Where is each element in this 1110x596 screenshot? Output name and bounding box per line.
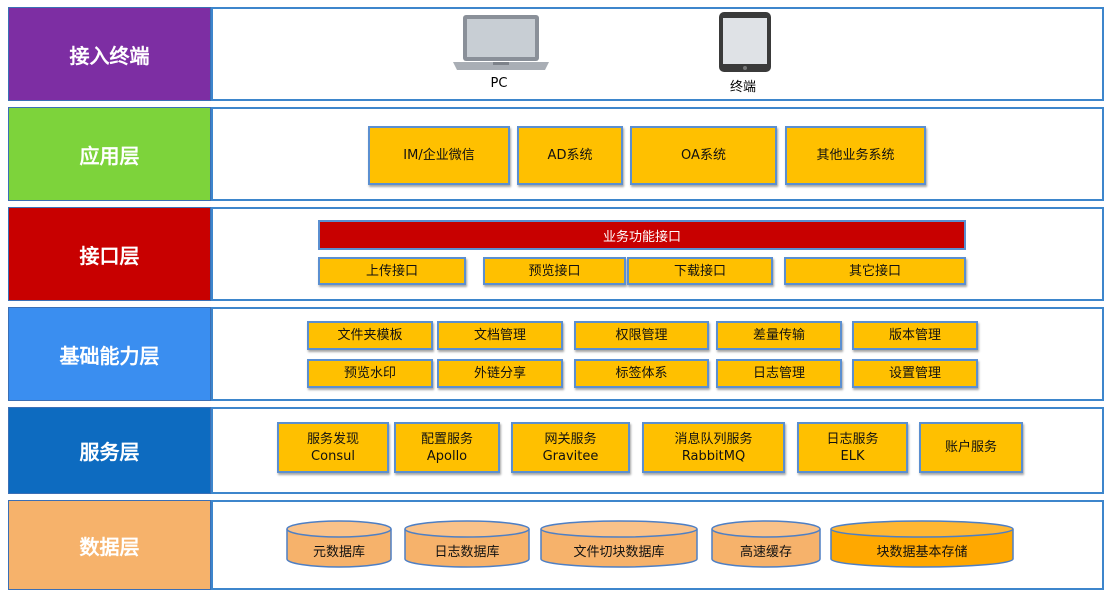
service-box-config: 配置服务 Apollo xyxy=(394,422,500,473)
data-cylinder-block-storage: 块数据基本存储 xyxy=(830,520,1014,568)
layer-panel-terminal xyxy=(211,7,1104,101)
app-box-other: 其他业务系统 xyxy=(785,126,926,185)
data-cylinder-log-db: 日志数据库 xyxy=(404,520,530,568)
capability-box-version: 版本管理 xyxy=(852,321,978,350)
service-tech: Gravitee xyxy=(542,448,599,464)
capability-box-log-management: 日志管理 xyxy=(716,359,842,388)
data-cylinder-chunk-db: 文件切块数据库 xyxy=(540,520,698,568)
device-label-terminal: 终端 xyxy=(729,80,756,95)
app-box-im: IM/企业微信 xyxy=(368,126,510,185)
tablet-icon xyxy=(718,11,772,73)
capability-box-settings: 设置管理 xyxy=(852,359,978,388)
service-name: 日志服务 xyxy=(826,431,879,447)
capability-box-watermark: 预览水印 xyxy=(307,359,433,388)
service-box-discovery: 服务发现 Consul xyxy=(277,422,389,473)
service-name: 服务发现 xyxy=(306,431,359,447)
capability-box-tag-system: 标签体系 xyxy=(574,359,709,388)
layer-label-application: 应用层 xyxy=(8,107,211,201)
capability-box-folder-template: 文件夹模板 xyxy=(307,321,433,350)
service-tech: RabbitMQ xyxy=(681,448,746,464)
data-label: 日志数据库 xyxy=(434,544,500,560)
interface-box-other: 其它接口 xyxy=(784,257,966,285)
interface-box-download: 下载接口 xyxy=(627,257,773,285)
app-box-ad: AD系统 xyxy=(517,126,623,185)
capability-box-external-share: 外链分享 xyxy=(437,359,563,388)
service-name: 网关服务 xyxy=(544,431,597,447)
app-box-oa: OA系统 xyxy=(630,126,777,185)
service-name: 配置服务 xyxy=(420,431,473,447)
interface-box-preview: 预览接口 xyxy=(483,257,626,285)
capability-box-permission: 权限管理 xyxy=(574,321,709,350)
service-box-account: 账户服务 xyxy=(919,422,1023,473)
data-label: 高速缓存 xyxy=(739,544,792,560)
data-cylinder-cache: 高速缓存 xyxy=(711,520,821,568)
data-label: 文件切块数据库 xyxy=(573,544,665,560)
layer-label-service: 服务层 xyxy=(8,407,211,494)
capability-box-doc-management: 文档管理 xyxy=(437,321,563,350)
layer-label-interface: 接口层 xyxy=(8,207,211,301)
layer-label-data: 数据层 xyxy=(8,500,211,590)
service-tech: Apollo xyxy=(426,448,468,464)
interface-box-upload: 上传接口 xyxy=(318,257,466,285)
interface-banner: 业务功能接口 xyxy=(318,220,966,250)
layer-label-capability: 基础能力层 xyxy=(8,307,211,401)
data-label: 块数据基本存储 xyxy=(876,544,968,560)
layer-label-terminal: 接入终端 xyxy=(8,7,211,101)
service-box-mq: 消息队列服务 RabbitMQ xyxy=(642,422,785,473)
data-label: 元数据库 xyxy=(312,544,365,560)
laptop-icon xyxy=(451,14,551,72)
device-label-pc: PC xyxy=(490,76,508,91)
capability-box-diff-transfer: 差量传输 xyxy=(716,321,842,350)
data-cylinder-metadata: 元数据库 xyxy=(286,520,392,568)
service-tech: Consul xyxy=(311,448,355,464)
service-box-log: 日志服务 ELK xyxy=(797,422,908,473)
service-name: 消息队列服务 xyxy=(674,431,753,447)
service-box-gateway: 网关服务 Gravitee xyxy=(511,422,630,473)
service-tech: ELK xyxy=(840,448,865,464)
